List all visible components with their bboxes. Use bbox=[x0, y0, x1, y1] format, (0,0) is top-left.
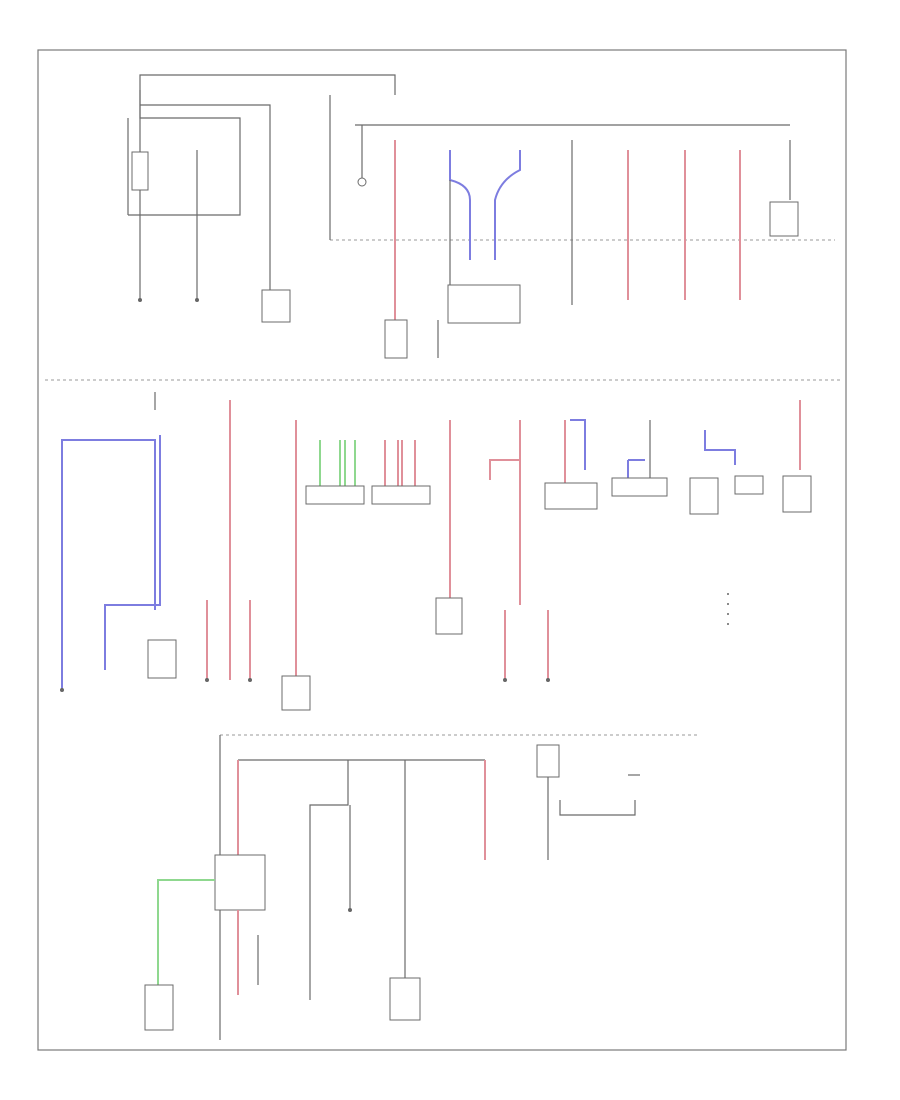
mid-box-1 bbox=[147, 639, 177, 679]
top-junction-box bbox=[447, 284, 521, 324]
mid-box-5 bbox=[611, 477, 668, 497]
mid-box-8 bbox=[782, 475, 812, 513]
mid-box-2 bbox=[281, 675, 311, 711]
bottom-section bbox=[144, 734, 700, 1040]
battery-sensor-box bbox=[261, 289, 291, 323]
legend bbox=[727, 593, 729, 625]
bottom-relay-box bbox=[214, 854, 266, 911]
mid-box-6 bbox=[689, 477, 719, 515]
mid-box-4 bbox=[544, 482, 598, 510]
bottom-box-1 bbox=[144, 984, 174, 1031]
diagram-frame bbox=[37, 49, 847, 1051]
top-section bbox=[127, 74, 835, 359]
bottom-box-3 bbox=[536, 744, 560, 778]
middle-section bbox=[60, 392, 812, 711]
mid-box-3 bbox=[435, 597, 463, 635]
mid-box-7 bbox=[734, 475, 764, 495]
top-connector-box bbox=[384, 319, 408, 359]
relay-box-1 bbox=[305, 485, 365, 505]
relay-box-2 bbox=[371, 485, 431, 505]
main-fuse-box bbox=[131, 151, 149, 191]
top-relay-box bbox=[769, 201, 799, 237]
bottom-box-2 bbox=[389, 977, 421, 1021]
